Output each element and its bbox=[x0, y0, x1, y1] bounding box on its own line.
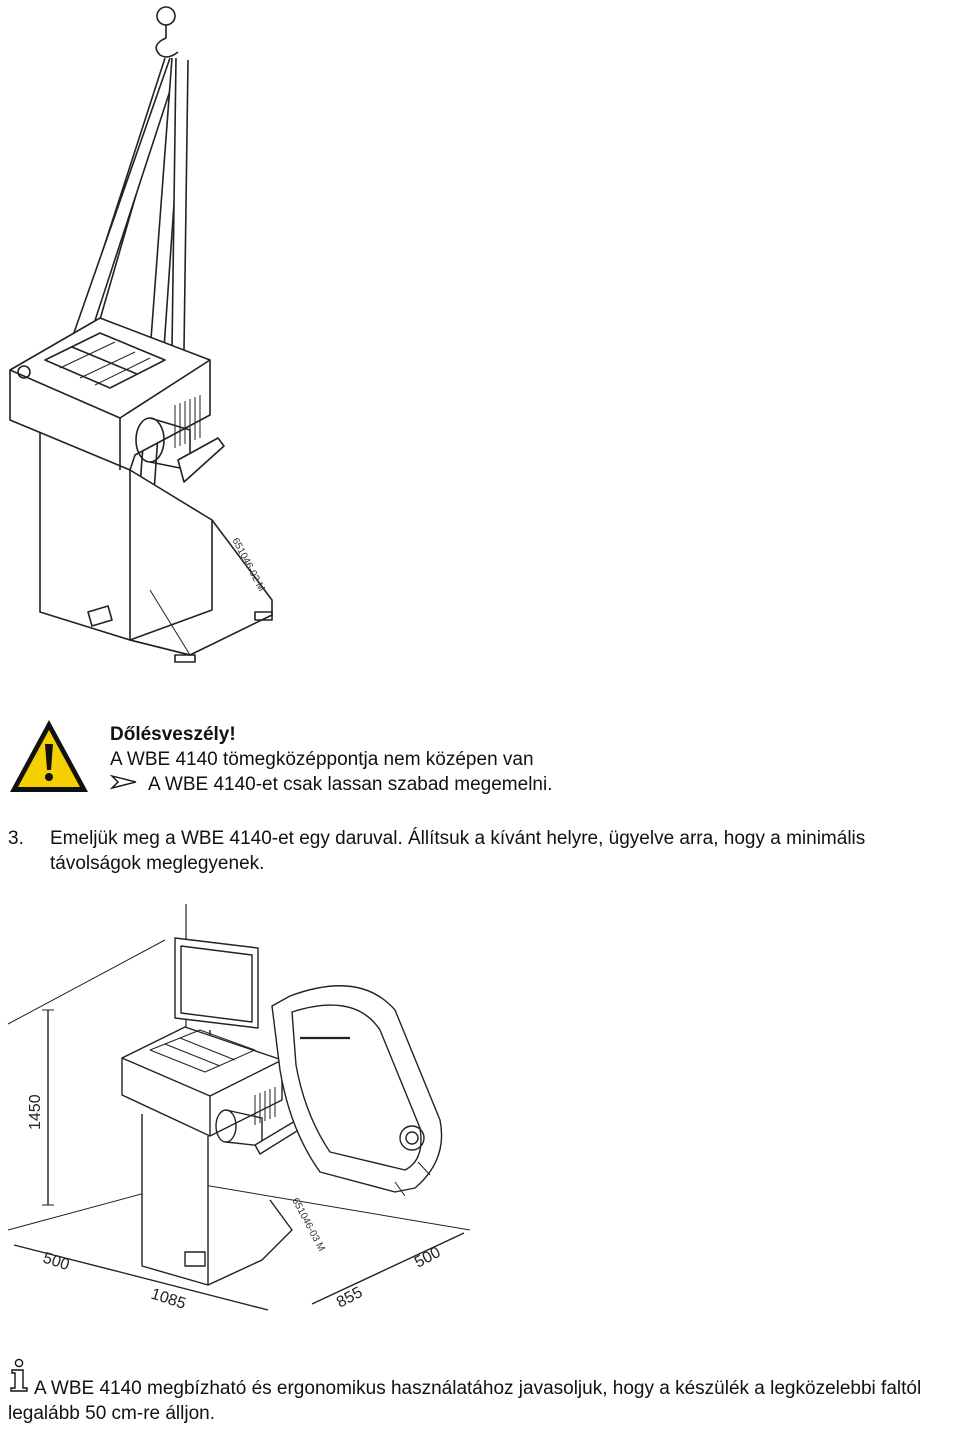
dimension-width: 1085 bbox=[149, 1286, 188, 1313]
crane-hook-eye bbox=[156, 6, 176, 26]
warning-text: A WBE 4140 tömegközéppontja nem középen … bbox=[110, 749, 534, 770]
step-number: 3. bbox=[8, 828, 24, 849]
info-icon bbox=[8, 1358, 30, 1392]
dimension-left-clearance: 500 bbox=[41, 1250, 72, 1274]
warning-bullet-text: A WBE 4140-et csak lassan szabad megemel… bbox=[148, 774, 553, 795]
step-text: Emeljük meg a WBE 4140-et egy daruval. Á… bbox=[50, 828, 866, 874]
dimension-right-clearance: 500 bbox=[412, 1244, 444, 1272]
crane-hook bbox=[155, 25, 179, 58]
warning-bullet: A WBE 4140-et csak lassan szabad megemel… bbox=[109, 772, 553, 797]
lifting-drawing: 651046-02 M bbox=[9, 6, 273, 663]
dimensions-illustration: 1450 500 1085 855 500 651046-03 M bbox=[0, 900, 480, 1330]
dimension-height: 1450 bbox=[27, 1094, 44, 1130]
dimensions-drawing: 1450 500 1085 855 500 651046-03 M bbox=[7, 904, 471, 1313]
warning-title: Dőlésveszély! bbox=[110, 724, 236, 745]
info-note: A WBE 4140 megbízható és ergonomikus has… bbox=[8, 1358, 960, 1426]
figure-code-lift: 651046-02 M bbox=[229, 536, 266, 593]
warning-block: Dőlésveszély! A WBE 4140 tömegközéppontj… bbox=[109, 722, 553, 797]
dimension-depth: 855 bbox=[334, 1284, 366, 1312]
warning-triangle-icon bbox=[8, 718, 90, 794]
note-text: A WBE 4140 megbízható és ergonomikus has… bbox=[8, 1378, 922, 1424]
step-3: 3. Emeljük meg a WBE 4140-et egy daruval… bbox=[8, 826, 960, 876]
arrow-bullet-icon bbox=[109, 772, 148, 797]
lifting-illustration: 651046-02 M bbox=[0, 0, 300, 680]
